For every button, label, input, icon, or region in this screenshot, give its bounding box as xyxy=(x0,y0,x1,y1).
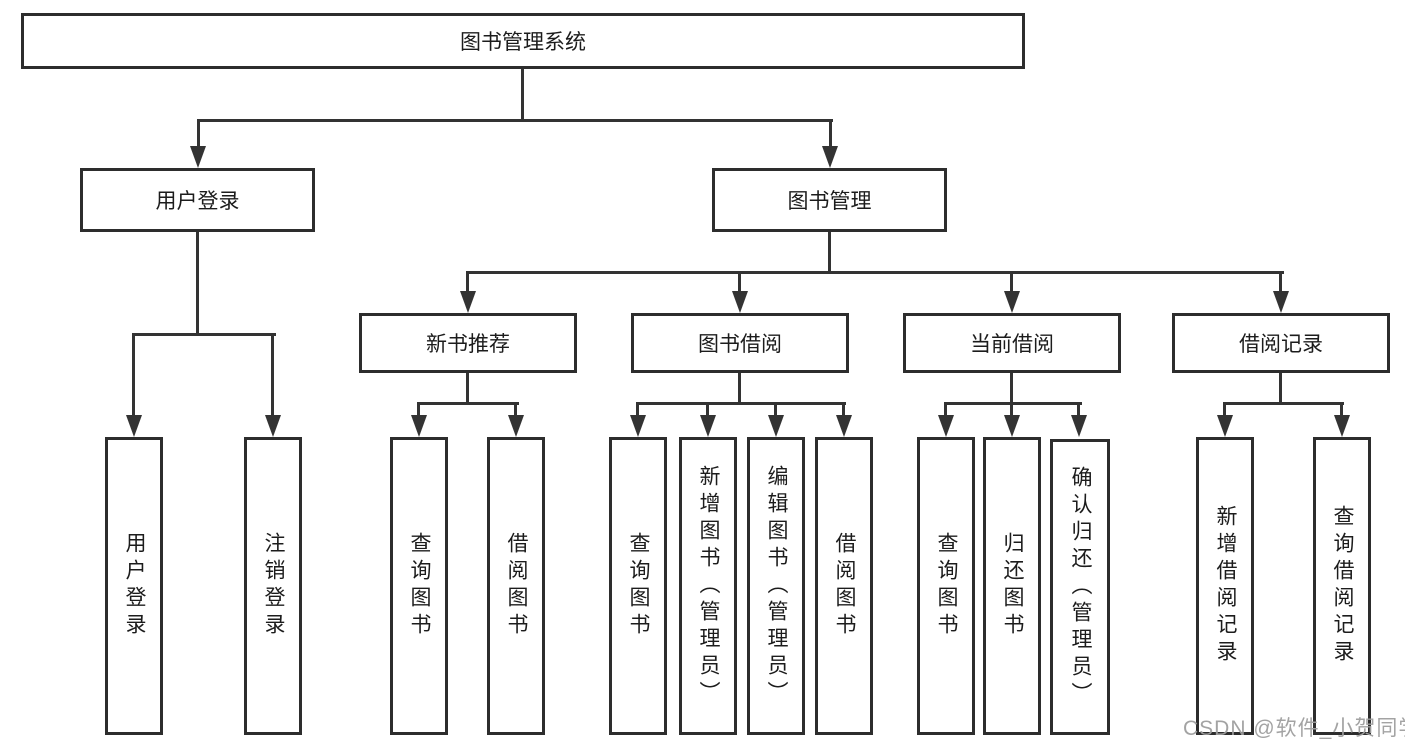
connector-borrow-records-stem xyxy=(1279,373,1282,405)
leaf-logout-label: 注销登录 xyxy=(262,532,285,640)
leaf-br-query-record: 查询借阅记录 xyxy=(1313,437,1371,735)
node-book-management: 图书管理 xyxy=(712,168,947,232)
leaf-cb-return-books: 归还图书 xyxy=(983,437,1041,735)
leaf-br-add-record: 新增借阅记录 xyxy=(1196,437,1254,735)
connector-arm-cb-confirm xyxy=(1077,402,1080,418)
arrowhead-cb-return xyxy=(1004,415,1020,437)
connector-arm-current-borrow xyxy=(1010,271,1013,295)
leaf-br-add-record-label: 新增借阅记录 xyxy=(1214,505,1237,667)
connector-arm-book-borrow xyxy=(738,271,741,295)
leaf-cb-query-books-label: 查询图书 xyxy=(935,532,958,640)
arrowhead-book-mgmt xyxy=(822,146,838,168)
connector-arm-new-book xyxy=(466,271,469,295)
arrowhead-leaf-login xyxy=(126,415,142,437)
arrowhead-bb-edit xyxy=(768,415,784,437)
connector-user-login-hbar xyxy=(132,333,276,336)
node-library-system: 图书管理系统 xyxy=(21,13,1025,69)
connector-current-borrow-stem xyxy=(1010,373,1013,405)
leaf-bb-add-books-admin-label: 新增图书（管理员） xyxy=(697,464,720,708)
node-user-login-label: 用户登录 xyxy=(155,190,240,213)
arrowhead-borrow-records xyxy=(1273,291,1289,313)
arrowhead-bb-query xyxy=(630,415,646,437)
leaf-nb-borrow-books: 借阅图书 xyxy=(487,437,545,735)
node-book-borrowing-label: 图书借阅 xyxy=(698,333,782,356)
leaf-user-login: 用户登录 xyxy=(105,437,163,735)
leaf-bb-edit-books-admin: 编辑图书（管理员） xyxy=(747,437,805,735)
node-borrowing-records: 借阅记录 xyxy=(1172,313,1390,373)
connector-book-borrow-hbar xyxy=(636,402,846,405)
leaf-user-login-label: 用户登录 xyxy=(123,532,146,640)
connector-arm-br-add xyxy=(1223,402,1226,418)
arrowhead-current-borrow xyxy=(1004,291,1020,313)
arrowhead-book-borrow xyxy=(732,291,748,313)
connector-new-book-hbar xyxy=(417,402,519,405)
arrowhead-cb-query xyxy=(938,415,954,437)
leaf-nb-query-books: 查询图书 xyxy=(390,437,448,735)
node-book-management-label: 图书管理 xyxy=(787,190,872,213)
arrowhead-br-add xyxy=(1217,415,1233,437)
node-current-borrowing: 当前借阅 xyxy=(903,313,1121,373)
connector-book-borrow-stem xyxy=(738,373,741,405)
leaf-bb-borrow-books: 借阅图书 xyxy=(815,437,873,735)
connector-arm-bb-add xyxy=(706,402,709,418)
connector-book-mgmt-stem xyxy=(828,232,831,274)
node-library-system-label: 图书管理系统 xyxy=(460,31,586,54)
connector-arm-leaf-logout xyxy=(271,333,274,418)
arrowhead-br-query xyxy=(1334,415,1350,437)
connector-arm-book-mgmt xyxy=(829,119,832,150)
connector-current-borrow-hbar xyxy=(944,402,1082,405)
leaf-br-query-record-label: 查询借阅记录 xyxy=(1331,505,1354,667)
arrowhead-new-book xyxy=(460,291,476,313)
arrowhead-user-login xyxy=(190,146,206,168)
leaf-nb-borrow-books-label: 借阅图书 xyxy=(505,532,528,640)
arrowhead-nb-query xyxy=(411,415,427,437)
connector-arm-bb-query xyxy=(636,402,639,418)
leaf-cb-confirm-return-admin: 确认归还（管理员） xyxy=(1050,439,1110,735)
arrowhead-bb-add xyxy=(700,415,716,437)
arrowhead-bb-borrow xyxy=(836,415,852,437)
leaf-nb-query-books-label: 查询图书 xyxy=(408,532,431,640)
csdn-watermark: CSDN @软件_小贺同学 xyxy=(1183,717,1405,740)
connector-arm-user-login xyxy=(197,119,200,150)
leaf-cb-query-books: 查询图书 xyxy=(917,437,975,735)
leaf-bb-borrow-books-label: 借阅图书 xyxy=(833,532,856,640)
connector-arm-br-query xyxy=(1340,402,1343,418)
connector-arm-borrow-records xyxy=(1279,271,1282,295)
node-user-login: 用户登录 xyxy=(80,168,315,232)
connector-root-hbar xyxy=(197,119,833,122)
connector-user-login-stem xyxy=(196,232,199,336)
connector-arm-bb-edit xyxy=(774,402,777,418)
connector-arm-cb-return xyxy=(1010,402,1013,418)
arrowhead-leaf-logout xyxy=(265,415,281,437)
leaf-cb-confirm-return-admin-label: 确认归还（管理员） xyxy=(1069,465,1092,709)
leaf-bb-add-books-admin: 新增图书（管理员） xyxy=(679,437,737,735)
node-book-borrowing: 图书借阅 xyxy=(631,313,849,373)
node-new-book-recommend: 新书推荐 xyxy=(359,313,577,373)
node-new-book-recommend-label: 新书推荐 xyxy=(426,333,510,356)
node-borrowing-records-label: 借阅记录 xyxy=(1239,333,1323,356)
arrowhead-cb-confirm xyxy=(1071,415,1087,437)
leaf-bb-query-books: 查询图书 xyxy=(609,437,667,735)
connector-arm-cb-query xyxy=(944,402,947,418)
leaf-cb-return-books-label: 归还图书 xyxy=(1001,532,1024,640)
connector-book-mgmt-hbar xyxy=(466,271,1284,274)
leaf-bb-query-books-label: 查询图书 xyxy=(627,532,650,640)
connector-new-book-stem xyxy=(466,373,469,405)
node-current-borrowing-label: 当前借阅 xyxy=(970,333,1054,356)
connector-arm-leaf-login xyxy=(132,333,135,418)
arrowhead-nb-borrow xyxy=(508,415,524,437)
connector-arm-nb-borrow xyxy=(514,402,517,418)
leaf-bb-edit-books-admin-label: 编辑图书（管理员） xyxy=(765,464,788,708)
connector-arm-nb-query xyxy=(417,402,420,418)
connector-borrow-records-hbar xyxy=(1223,402,1344,405)
connector-root-stem xyxy=(521,69,524,122)
leaf-logout: 注销登录 xyxy=(244,437,302,735)
connector-arm-bb-borrow xyxy=(842,402,845,418)
